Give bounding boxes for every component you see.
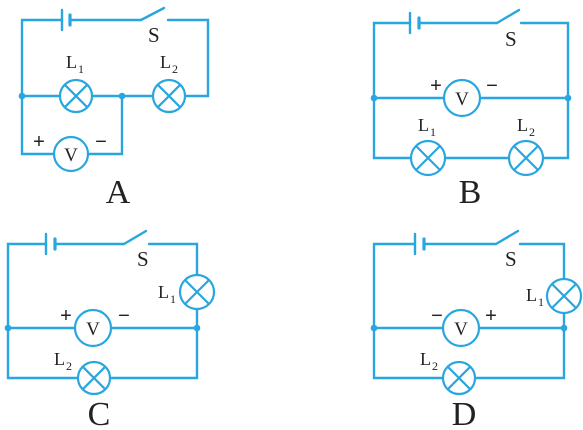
circuit-d-lamp2-label: L2 xyxy=(420,349,438,373)
circuit-c-wire xyxy=(6,242,199,380)
circuit-c-caption: C xyxy=(88,396,111,430)
circuit-c-battery-icon xyxy=(44,232,57,256)
circuit-c-voltmeter-left-sign: + xyxy=(60,305,72,327)
circuit-a-battery-icon xyxy=(60,8,72,32)
circuit-d: S L1 V − + L2 D xyxy=(370,229,583,430)
circuit-a-junction-left xyxy=(18,92,26,100)
circuit-c: S L1 V + − L2 C xyxy=(4,229,216,430)
circuit-a-lamp2-icon xyxy=(151,78,187,114)
circuit-a-voltmeter-right-sign: − xyxy=(95,131,107,153)
circuit-b-caption: B xyxy=(459,174,482,211)
circuit-a-lamp1-icon xyxy=(58,78,94,114)
circuit-c-junction-left xyxy=(4,324,12,332)
circuit-b-voltmeter-icon xyxy=(442,78,482,118)
circuit-b-lamp1-label: L1 xyxy=(418,115,436,139)
circuit-a: S L1 L2 V + − A xyxy=(18,6,210,211)
circuit-a-voltmeter-label: V xyxy=(64,145,78,166)
circuit-b-voltmeter-right-sign: − xyxy=(486,75,498,97)
circuit-a-lamp2-label: L2 xyxy=(160,52,178,76)
circuit-a-switch-icon xyxy=(139,6,166,22)
circuit-c-lamp2-icon xyxy=(76,360,112,396)
circuit-a-caption: A xyxy=(106,174,131,211)
circuit-d-voltmeter-label: V xyxy=(454,319,468,340)
circuit-b: S V + − L1 L2 B xyxy=(370,8,572,211)
circuit-a-junction-mid xyxy=(118,92,126,100)
circuit-d-voltmeter-right-sign: + xyxy=(485,305,497,327)
circuit-a-voltmeter-icon xyxy=(52,135,90,173)
circuit-b-junction-left xyxy=(370,94,378,102)
circuit-c-lamp1-icon xyxy=(178,273,216,311)
circuit-d-lamp1-icon xyxy=(545,277,583,315)
circuit-b-switch-icon xyxy=(495,8,521,25)
circuit-d-voltmeter-left-sign: − xyxy=(431,305,443,327)
circuit-d-switch-icon xyxy=(494,229,520,246)
circuit-b-battery-icon xyxy=(408,11,421,35)
circuit-d-voltmeter-icon xyxy=(441,308,481,348)
circuit-c-voltmeter-label: V xyxy=(86,319,100,340)
circuit-d-junction-right xyxy=(560,324,568,332)
circuit-d-caption: D xyxy=(452,396,477,430)
circuit-d-wire xyxy=(372,242,566,380)
circuit-d-junction-left xyxy=(370,324,378,332)
circuit-d-lamp2-icon xyxy=(441,360,477,396)
circuit-b-lamp2-icon xyxy=(507,139,545,177)
circuit-b-wire xyxy=(372,21,570,160)
circuit-c-lamp2-label: L2 xyxy=(54,349,72,373)
circuit-b-switch-label: S xyxy=(505,27,517,51)
circuit-d-battery-icon xyxy=(413,232,426,256)
circuit-c-switch-icon xyxy=(122,229,148,246)
circuit-c-switch-label: S xyxy=(137,247,149,271)
circuit-a-voltmeter-left-sign: + xyxy=(33,131,45,153)
circuit-b-lamp1-icon xyxy=(409,139,447,177)
circuit-a-lamp1-label: L1 xyxy=(66,52,84,76)
circuit-c-voltmeter-icon xyxy=(73,308,113,348)
circuit-b-junction-right xyxy=(564,94,572,102)
circuit-b-lamp2-label: L2 xyxy=(517,115,535,139)
circuit-b-voltmeter-left-sign: + xyxy=(430,75,442,97)
circuit-c-junction-right xyxy=(193,324,201,332)
circuit-d-lamp1-label: L1 xyxy=(526,285,544,309)
circuit-d-switch-label: S xyxy=(505,247,517,271)
circuit-b-voltmeter-label: V xyxy=(455,89,469,110)
circuit-c-lamp1-label: L1 xyxy=(158,282,176,306)
circuit-a-switch-label: S xyxy=(148,23,160,47)
circuit-c-voltmeter-right-sign: − xyxy=(118,305,130,327)
